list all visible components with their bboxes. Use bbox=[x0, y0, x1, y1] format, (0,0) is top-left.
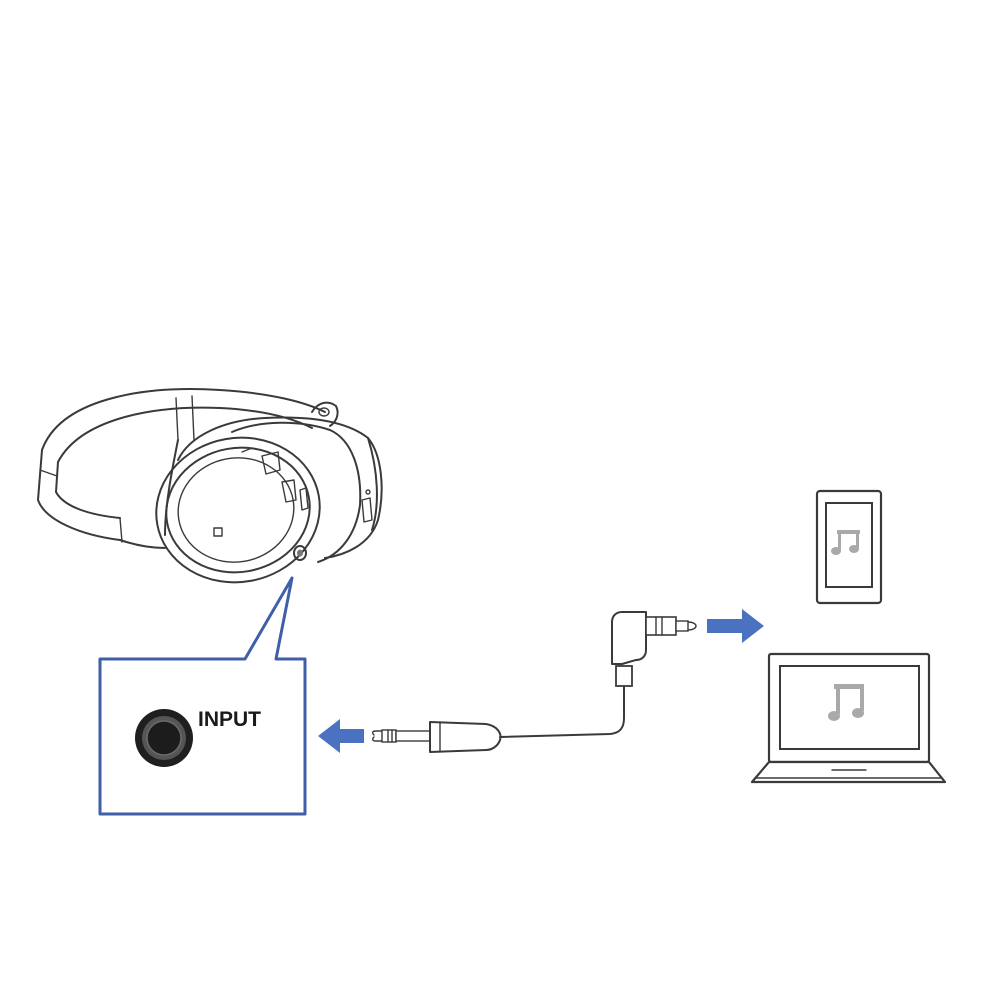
music-note-icon bbox=[831, 530, 860, 555]
callout-frame bbox=[98, 576, 307, 816]
laptop-device bbox=[750, 652, 947, 784]
music-note-icon bbox=[828, 684, 864, 721]
arrow-right-icon bbox=[707, 609, 764, 643]
input-port-label: INPUT bbox=[198, 708, 261, 731]
input-jack-icon bbox=[135, 709, 193, 767]
smartphone-device bbox=[815, 489, 883, 605]
headphones-illustration bbox=[37, 388, 383, 584]
input-jack-callout: INPUT bbox=[98, 576, 307, 816]
audio-cable bbox=[372, 611, 697, 753]
arrow-left-icon bbox=[318, 719, 364, 753]
